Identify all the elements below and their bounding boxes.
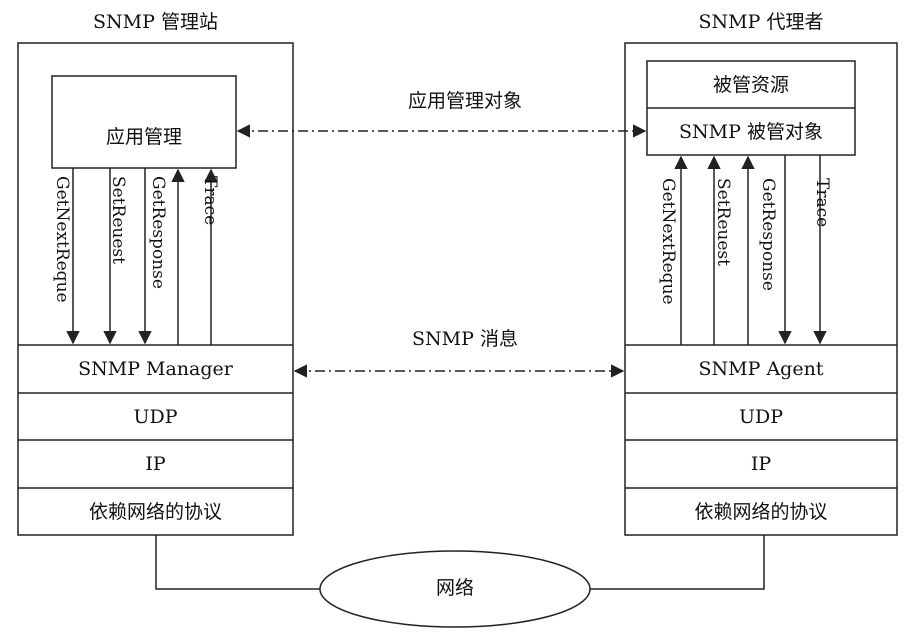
manager-app-box — [51, 75, 237, 169]
network-label: 网络 — [435, 577, 474, 599]
network-ellipse — [319, 550, 591, 628]
manager-layer-label: SNMP Manager — [78, 358, 233, 380]
manager-arrow-label: GetNextReque — [52, 176, 72, 303]
agent-arrow-label: GetNextReque — [658, 178, 678, 305]
manager-arrow-label: Trace — [200, 176, 220, 226]
manager-title: SNMP 管理站 — [93, 11, 218, 33]
agent-arrow-label: Trace — [812, 178, 832, 228]
agent-layer-label: IP — [750, 453, 772, 475]
manager-layer-label: 依赖网络的协议 — [88, 501, 222, 523]
agent-network-line — [590, 535, 765, 590]
agent-object-label: SNMP 被管对象 — [679, 121, 823, 143]
manager-app-label: 应用管理 — [105, 126, 182, 148]
manager-layer-label: IP — [145, 453, 166, 475]
manager-layer-label: UDP — [133, 406, 178, 428]
agent-arrow-label: GetResponse — [758, 178, 778, 291]
manager-arrow-label: GetResponse — [148, 176, 168, 289]
agent-layer-label: 依赖网络的协议 — [694, 501, 828, 523]
agent-layer-label: UDP — [738, 406, 784, 428]
agent-layer-label: SNMP Agent — [698, 358, 824, 380]
manager-arrow-label: SetReuest — [108, 176, 128, 264]
snmp-link-label: SNMP 消息 — [412, 328, 518, 350]
agent-title: SNMP 代理者 — [698, 11, 824, 33]
manager-network-line — [155, 535, 320, 590]
agent-arrow-label: SetReuest — [713, 178, 733, 266]
app-link-label: 应用管理对象 — [407, 90, 522, 112]
agent-resource-label: 被管资源 — [712, 74, 789, 96]
